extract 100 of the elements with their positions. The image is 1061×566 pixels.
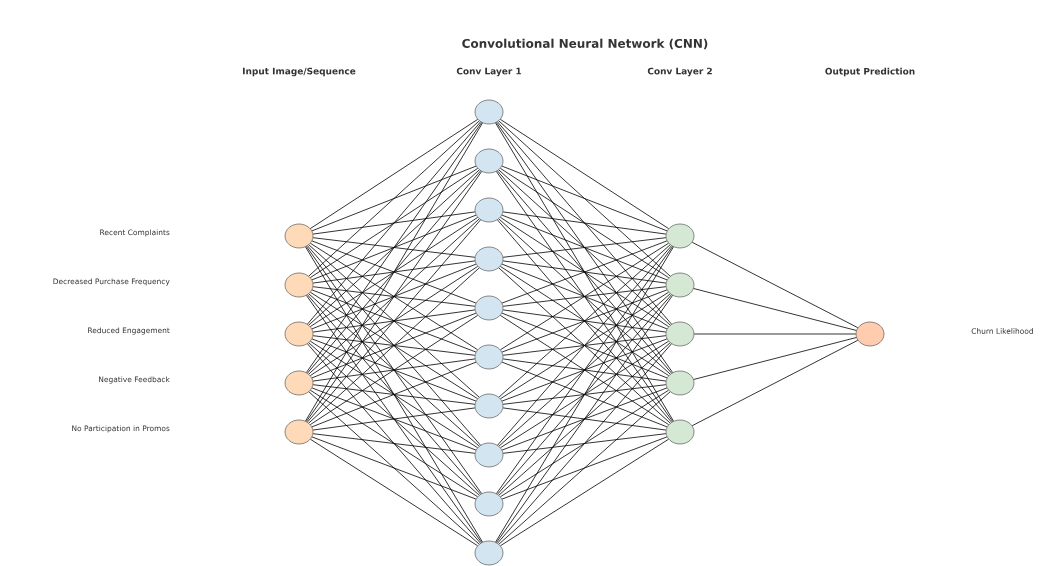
connection-line bbox=[496, 295, 673, 543]
connection-line bbox=[501, 289, 668, 353]
connection-line bbox=[500, 389, 669, 498]
connection-line bbox=[306, 295, 482, 543]
connection-line bbox=[310, 266, 478, 376]
column-header: Output Prediction bbox=[825, 67, 915, 77]
connection-line bbox=[502, 407, 667, 431]
connection-line bbox=[498, 218, 671, 375]
connection-line bbox=[500, 340, 669, 449]
connection-line bbox=[310, 242, 478, 351]
connection-line bbox=[497, 343, 672, 544]
connection-line bbox=[310, 291, 478, 400]
connection-line bbox=[498, 244, 671, 398]
connection-line bbox=[312, 309, 476, 333]
connection-line bbox=[500, 242, 669, 351]
connection-line bbox=[502, 384, 667, 405]
neuron-circle bbox=[665, 272, 695, 298]
connection-line bbox=[311, 361, 477, 428]
connection-line bbox=[308, 120, 480, 277]
connection-line bbox=[312, 286, 476, 307]
connection-line bbox=[312, 211, 476, 235]
connection-line bbox=[495, 122, 674, 422]
connection-line bbox=[500, 168, 669, 278]
connection-line bbox=[693, 288, 857, 331]
connection-line bbox=[312, 384, 476, 405]
connection-line bbox=[310, 438, 478, 547]
connection-line bbox=[307, 294, 481, 495]
connection-line bbox=[310, 315, 478, 425]
connection-line bbox=[310, 217, 478, 327]
connection-line bbox=[502, 286, 667, 307]
neuron-circle bbox=[474, 148, 504, 174]
connection-line bbox=[501, 263, 668, 330]
neuron-circle bbox=[474, 197, 504, 223]
connection-line bbox=[502, 260, 667, 284]
connection-line bbox=[501, 165, 668, 232]
column-header: Input Image/Sequence bbox=[243, 67, 356, 77]
connection-line bbox=[501, 338, 668, 402]
connection-line bbox=[496, 122, 673, 373]
neuron-circle bbox=[474, 491, 504, 517]
connection-line bbox=[312, 260, 476, 284]
neuron-circle bbox=[474, 344, 504, 370]
connection-line bbox=[501, 312, 668, 379]
connection-line bbox=[311, 436, 477, 500]
connection-line bbox=[305, 246, 483, 543]
neuron-circle bbox=[474, 295, 504, 321]
connection-line bbox=[311, 165, 477, 232]
connection-line bbox=[312, 407, 476, 431]
connection-line bbox=[502, 309, 667, 333]
connection-line bbox=[311, 289, 477, 353]
connection-line bbox=[500, 438, 669, 547]
connection-line bbox=[307, 343, 481, 544]
connection-line bbox=[312, 335, 476, 356]
connection-line bbox=[311, 214, 477, 281]
connection-line bbox=[311, 387, 477, 451]
connection-line bbox=[311, 338, 477, 402]
connection-line bbox=[501, 387, 668, 451]
connection-line bbox=[308, 293, 480, 447]
connection-line bbox=[310, 168, 478, 278]
connection-line bbox=[498, 120, 671, 277]
connection-line bbox=[498, 342, 671, 496]
connection-line bbox=[308, 267, 480, 424]
connection-line bbox=[501, 214, 668, 281]
neuron-circle bbox=[284, 272, 314, 298]
connection-line bbox=[693, 337, 857, 380]
neuron-circle bbox=[474, 99, 504, 125]
connection-line bbox=[502, 335, 667, 356]
connection-line bbox=[497, 245, 672, 446]
connection-line bbox=[311, 263, 477, 330]
connection-line bbox=[502, 358, 667, 382]
connection-line bbox=[501, 361, 668, 428]
neuron-circle bbox=[665, 419, 695, 445]
connection-line bbox=[308, 218, 480, 375]
connection-line bbox=[500, 291, 669, 400]
neuron-circle bbox=[665, 223, 695, 249]
connection-line bbox=[502, 433, 667, 454]
neuron-circle bbox=[665, 370, 695, 396]
neuron-circle bbox=[284, 370, 314, 396]
neuron-circle bbox=[474, 442, 504, 468]
neuron-circle bbox=[284, 223, 314, 249]
connection-line bbox=[307, 245, 481, 446]
connection-line bbox=[307, 170, 481, 374]
connection-line bbox=[496, 246, 673, 494]
neuron-circle bbox=[284, 419, 314, 445]
connection-line bbox=[308, 169, 480, 326]
column-header: Conv Layer 2 bbox=[647, 67, 712, 77]
neuron-circle bbox=[665, 321, 695, 347]
connection-line bbox=[496, 171, 673, 422]
connection-line bbox=[497, 170, 672, 374]
neuron-circle bbox=[855, 321, 885, 347]
connection-line bbox=[308, 391, 480, 545]
connection-line bbox=[502, 211, 667, 235]
connection-line bbox=[306, 171, 482, 422]
connection-line bbox=[500, 315, 669, 425]
connection-line bbox=[498, 391, 671, 545]
connection-line bbox=[693, 333, 857, 335]
connection-line bbox=[497, 121, 672, 325]
connection-line bbox=[310, 340, 478, 449]
connection-line bbox=[501, 436, 668, 500]
connection-line bbox=[312, 237, 476, 258]
neuron-circle bbox=[474, 246, 504, 272]
